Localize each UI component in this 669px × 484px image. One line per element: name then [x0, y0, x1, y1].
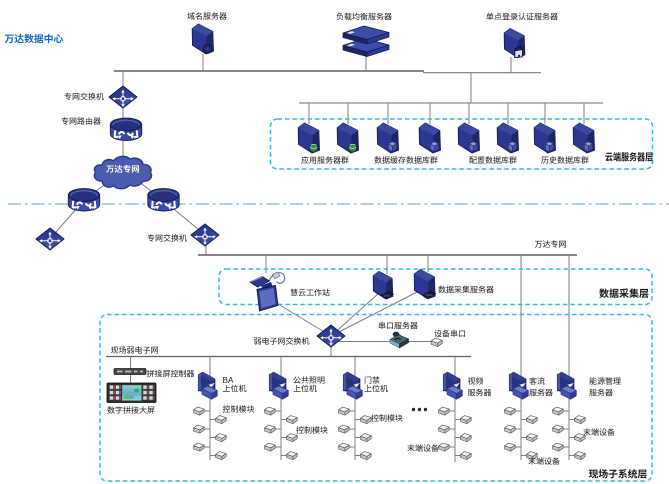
- svg-text:BA: BA: [223, 376, 234, 385]
